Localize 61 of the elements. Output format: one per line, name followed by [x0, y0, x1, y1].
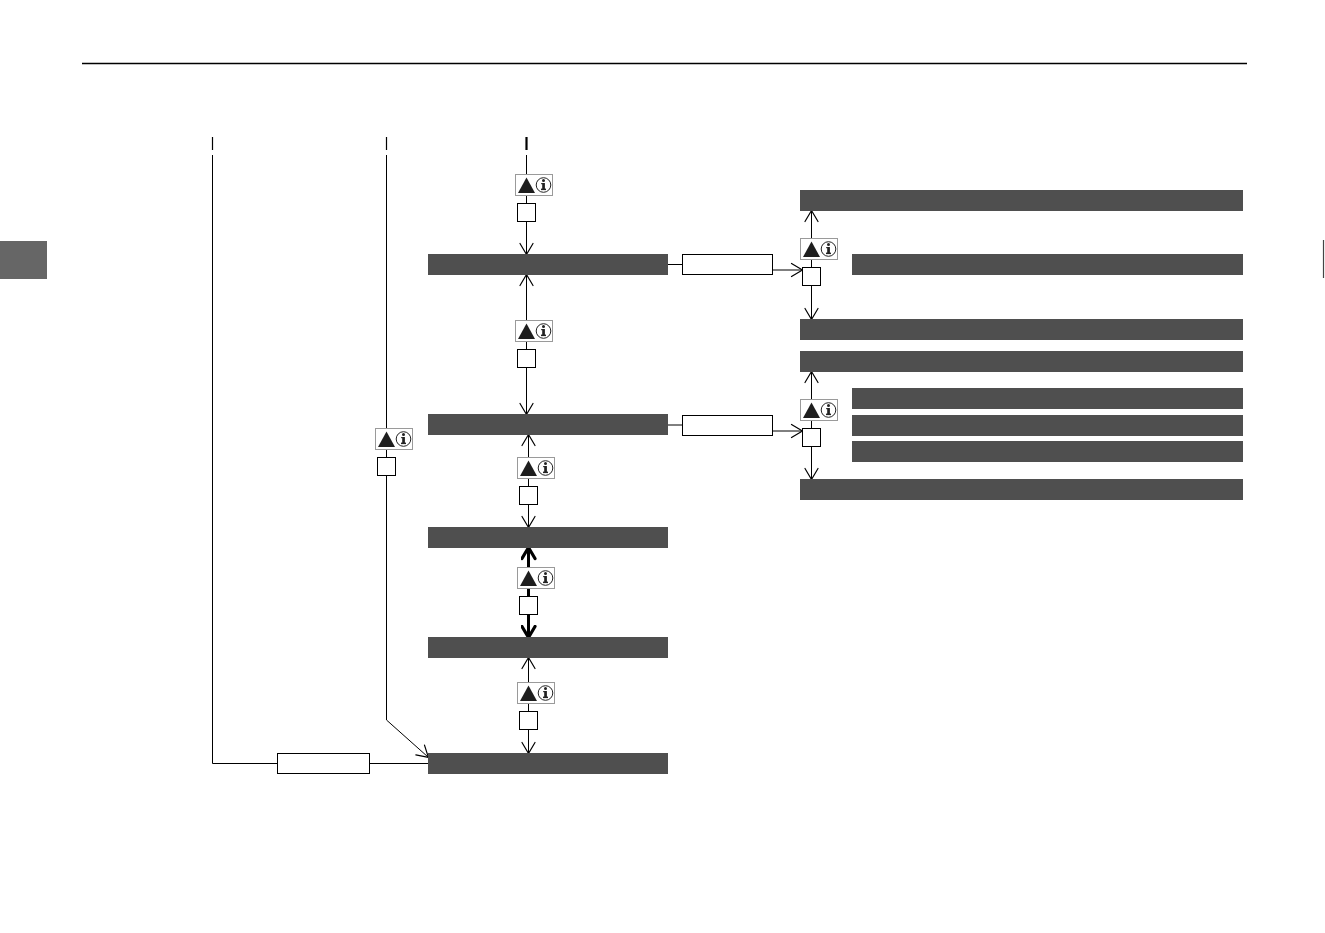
step-bar [800, 319, 1243, 340]
warning-info-icon [800, 238, 838, 260]
arrow [804, 370, 819, 400]
step-bar [800, 190, 1243, 211]
arrow [804, 285, 819, 321]
step-box [802, 267, 821, 286]
arrow [520, 615, 537, 640]
step-bar [800, 479, 1243, 500]
arrow [519, 273, 534, 321]
step-bar [852, 388, 1243, 409]
arrow [386, 475, 429, 758]
step-bar [428, 527, 668, 548]
warning-info-icon [517, 457, 555, 479]
connector-line [811, 420, 812, 429]
connector-line [527, 589, 530, 596]
step-bar [852, 441, 1243, 462]
step-bar [800, 351, 1243, 372]
connector-line [386, 449, 387, 458]
arrow [521, 656, 536, 683]
arrow [521, 433, 536, 458]
connector-line [526, 154, 527, 175]
step-bar [428, 637, 668, 658]
arrow [804, 446, 819, 481]
arrow [519, 367, 534, 416]
step-box [517, 203, 536, 222]
process-box [682, 415, 773, 436]
connector-line [667, 424, 683, 426]
step-box [377, 457, 396, 476]
arrow [772, 262, 804, 278]
arrow [519, 221, 534, 256]
step-box [802, 428, 821, 447]
warning-info-icon [800, 399, 838, 421]
connector-line [526, 341, 527, 350]
step-bar [428, 753, 668, 774]
arrow [772, 423, 804, 439]
connector-line [369, 763, 429, 764]
step-bar [852, 415, 1243, 436]
arrow [521, 729, 536, 755]
step-box [519, 596, 538, 615]
process-box [682, 254, 773, 275]
step-bar [852, 254, 1243, 275]
connector-line [528, 478, 529, 487]
warning-info-icon [515, 320, 553, 342]
arrow [804, 209, 819, 239]
warning-info-icon [375, 428, 413, 450]
connector-line [212, 154, 278, 764]
step-bar [428, 254, 668, 275]
arrow [521, 504, 536, 529]
connector-line [528, 703, 529, 712]
warning-info-icon [515, 174, 553, 196]
step-box [517, 349, 536, 368]
step-box [519, 711, 538, 730]
connector-line [526, 195, 527, 204]
connector-line [667, 264, 683, 265]
warning-info-icon [517, 567, 555, 589]
connector-line [811, 259, 812, 268]
process-box [277, 753, 370, 774]
connector-line [386, 154, 387, 429]
step-bar [428, 414, 668, 435]
step-box [519, 486, 538, 505]
warning-info-icon [517, 682, 555, 704]
